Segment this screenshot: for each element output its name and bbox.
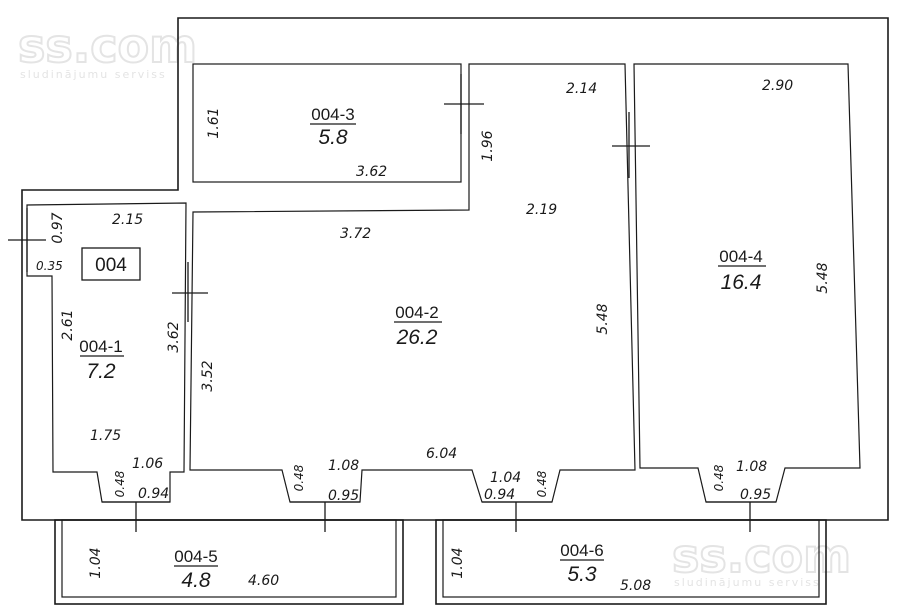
room-004-5-label: 004-5 4.8 [174,547,218,592]
dim-r4-right: 5.48 [815,262,831,293]
dim-w2-width: 0.95 [328,488,359,504]
dim-w4-width: 0.95 [740,487,771,503]
dim-r1-left: 2.61 [60,309,76,340]
watermark-top-tagline: sludinājumu serviss [20,68,167,81]
room-004-6-label: 004-6 5.3 [560,541,604,586]
apartment-label: 004 [95,255,127,276]
room-id: 004-2 [395,303,438,322]
dim-r3-left: 1.61 [206,107,222,138]
dim-r1-top: 2.15 [112,212,143,228]
balcony-004-5-inner [61,519,397,598]
room-id: 004-5 [174,547,217,566]
dim-r2-left: 3.52 [200,360,216,391]
dim-r2-top: 2.14 [566,81,597,97]
dim-r1-bottom-left: 1.75 [90,428,121,444]
dim-w2-depth: 0.48 [292,464,306,491]
dim-r4-top: 2.90 [762,78,793,94]
room-id: 004-1 [79,337,122,356]
room-area: 5.8 [318,126,348,149]
room-004-2-outline [189,63,636,503]
dim-r1-bottom-right: 1.06 [132,456,163,472]
dim-r2-upper: 3.72 [340,226,371,242]
outer-wall [21,17,889,521]
dim-r2-right: 5.48 [595,303,611,334]
watermark-bottom-tagline: sludinājumu serviss [674,576,821,589]
dim-r3-bottom: 3.62 [356,164,387,180]
balcony-004-6-inner [442,519,820,598]
dim-r2-mid: 2.19 [526,202,557,218]
dim-r1-right: 3.62 [166,321,182,352]
room-004-3-label: 004-3 5.8 [310,105,356,149]
room-004-4-label: 004-4 16.4 [718,247,766,294]
room-id: 004-3 [311,105,354,124]
room-area: 7.2 [86,360,116,383]
dim-w3-top: 1.04 [490,470,521,486]
dim-b5-left: 1.04 [88,547,104,578]
dim-r2-vert: 1.96 [480,130,496,161]
dim-r1-side-small: 0.35 [36,259,63,273]
dim-w3-width: 0.94 [484,487,515,503]
room-004-2-label: 004-2 26.2 [394,303,442,349]
dim-r1-side-top: 0.97 [50,212,66,243]
dim-r2-bottom: 6.04 [426,446,457,462]
room-area: 26.2 [396,326,438,349]
room-id: 004-4 [719,247,762,266]
dim-w4-top: 1.08 [736,459,767,475]
dim-w1-width: 0.94 [138,486,169,502]
dim-w1-depth: 0.48 [113,470,127,497]
watermark-bottom: ss.com [672,529,851,583]
room-004-1-label: 004-1 7.2 [79,337,124,383]
room-area: 16.4 [721,271,762,294]
dim-w2-top: 1.08 [328,458,359,474]
room-id: 004-6 [560,541,603,560]
dim-w4-depth: 0.48 [712,464,726,491]
dim-b5-bottom: 4.60 [248,573,279,589]
balcony-004-5-outer [54,519,404,605]
room-area: 4.8 [181,569,211,592]
watermark-top: ss.com [18,19,197,73]
dim-b6-left: 1.04 [450,547,466,578]
dim-b6-bottom: 5.08 [620,578,651,594]
dim-w3-depth: 0.48 [535,470,549,497]
apartment-label-box [81,247,141,281]
room-area: 5.3 [567,563,597,586]
